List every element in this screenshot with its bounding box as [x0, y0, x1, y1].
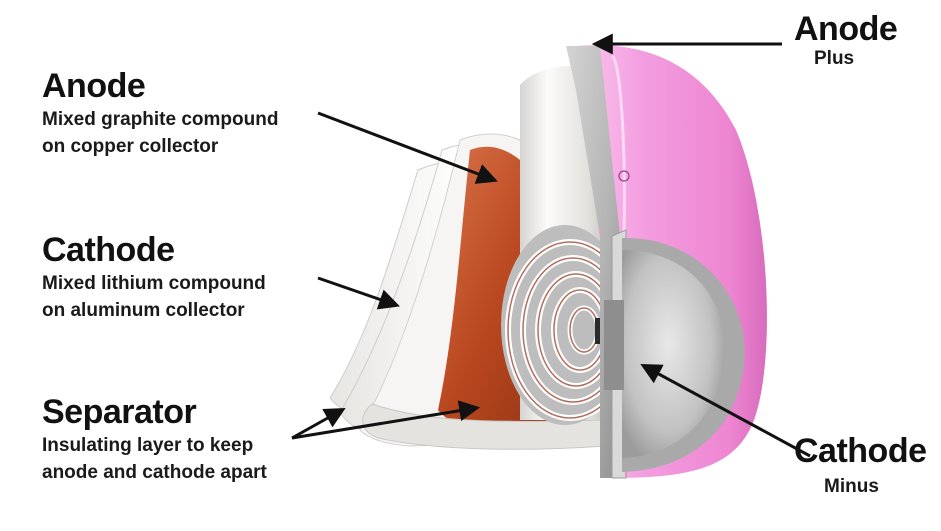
separator-title: Separator: [42, 393, 196, 431]
cathode-left-title: Cathode: [42, 231, 175, 269]
anode-right-sub: Plus: [814, 48, 854, 70]
cathode-right-title: Cathode: [794, 432, 927, 470]
cathode-left-desc-2: on aluminum collector: [42, 298, 245, 324]
anode-right-title: Anode: [794, 10, 897, 48]
separator-desc-2: anode and cathode apart: [42, 460, 267, 486]
anode-left-title: Anode: [42, 67, 145, 105]
cathode-left-desc-1: Mixed lithium compound: [42, 271, 266, 297]
anode-left-desc-1: Mixed graphite compound: [42, 107, 278, 133]
separator-desc-1: Insulating layer to keep: [42, 433, 253, 459]
cathode-right-sub: Minus: [824, 476, 879, 498]
anode-left-desc-2: on copper collector: [42, 134, 218, 160]
cap-inner-post: [604, 300, 624, 390]
